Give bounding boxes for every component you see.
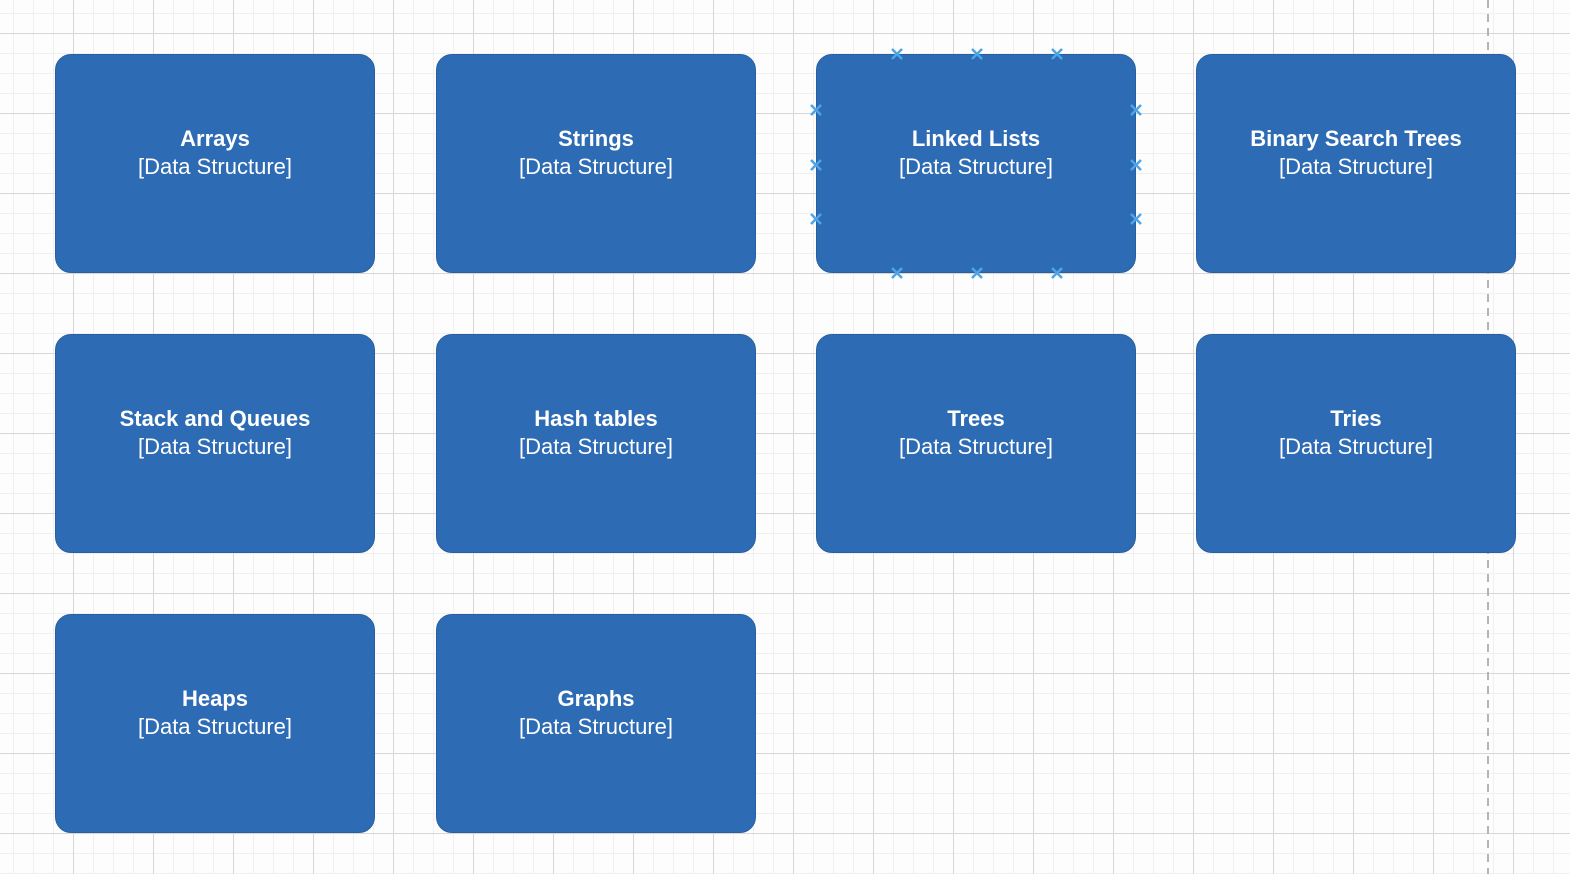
node-subtitle: [Data Structure] — [137, 713, 293, 739]
node-title: Hash tables — [534, 405, 658, 431]
connection-point-icon[interactable] — [1130, 213, 1143, 226]
node-arrays[interactable]: Arrays [Data Structure] — [55, 54, 375, 273]
node-title: Heaps — [181, 685, 249, 711]
node-subtitle: [Data Structure] — [1278, 153, 1434, 179]
node-subtitle: [Data Structure] — [1278, 433, 1434, 459]
node-label: Trees [Data Structure] — [899, 405, 1053, 461]
node-title: Strings — [558, 125, 634, 151]
node-title: Stack and Queues — [119, 405, 311, 431]
node-graphs[interactable]: Graphs [Data Structure] — [436, 614, 756, 833]
node-strings[interactable]: Strings [Data Structure] — [436, 54, 756, 273]
node-label: Strings [Data Structure] — [519, 125, 673, 181]
node-title: Arrays — [180, 125, 250, 151]
connection-point-icon[interactable] — [1130, 104, 1143, 117]
connection-point-icon[interactable] — [971, 267, 984, 280]
node-title: Trees — [947, 405, 1005, 431]
node-title: Linked Lists — [911, 125, 1041, 151]
node-tries[interactable]: Tries [Data Structure] — [1196, 334, 1516, 553]
connection-point-icon[interactable] — [971, 48, 984, 61]
connection-point-icon[interactable] — [810, 213, 823, 226]
node-trees[interactable]: Trees [Data Structure] — [816, 334, 1136, 553]
node-label: Heaps [Data Structure] — [138, 685, 292, 741]
node-subtitle: [Data Structure] — [518, 433, 674, 459]
node-subtitle: [Data Structure] — [518, 713, 674, 739]
node-stack-and-queues[interactable]: Stack and Queues [Data Structure] — [55, 334, 375, 553]
node-label: Hash tables [Data Structure] — [519, 405, 673, 461]
node-subtitle: [Data Structure] — [898, 153, 1054, 179]
node-label: Graphs [Data Structure] — [519, 685, 673, 741]
connection-point-icon[interactable] — [1051, 48, 1064, 61]
connection-point-icon[interactable] — [810, 104, 823, 117]
node-heaps[interactable]: Heaps [Data Structure] — [55, 614, 375, 833]
node-subtitle: [Data Structure] — [898, 433, 1054, 459]
connection-point-icon[interactable] — [1051, 267, 1064, 280]
node-label: Linked Lists [Data Structure] — [899, 125, 1053, 181]
node-label: Arrays [Data Structure] — [138, 125, 292, 181]
connection-point-icon[interactable] — [810, 159, 823, 172]
node-subtitle: [Data Structure] — [518, 153, 674, 179]
node-title: Tries — [1330, 405, 1382, 431]
node-hash-tables[interactable]: Hash tables [Data Structure] — [436, 334, 756, 553]
node-subtitle: [Data Structure] — [137, 153, 293, 179]
node-title: Binary Search Trees — [1250, 125, 1462, 151]
connection-point-icon[interactable] — [1130, 159, 1143, 172]
node-linked-lists[interactable]: Linked Lists [Data Structure] — [810, 48, 1142, 279]
node-title: Graphs — [557, 685, 635, 711]
connection-point-icon[interactable] — [891, 48, 904, 61]
node-label: Stack and Queues [Data Structure] — [120, 405, 311, 461]
connection-point-icon[interactable] — [891, 267, 904, 280]
node-label: Tries [Data Structure] — [1279, 405, 1433, 461]
node-subtitle: [Data Structure] — [137, 433, 293, 459]
node-binary-search-trees[interactable]: Binary Search Trees [Data Structure] — [1196, 54, 1516, 273]
node-label: Binary Search Trees [Data Structure] — [1250, 125, 1462, 181]
